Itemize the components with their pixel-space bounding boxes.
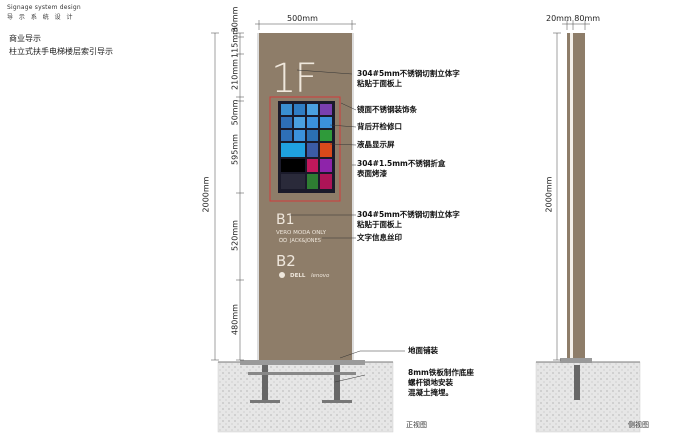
header-title-cn: 导 示 系 统 设 计	[7, 14, 75, 21]
callout-concrete: 混凝土掩埋。	[408, 388, 453, 397]
dim-50mm: 50mm	[230, 99, 240, 126]
callout-anchor-bolt: 螺杆锁地安装	[408, 378, 453, 387]
callout-3d-letter-2b: 粘贴于面板上	[357, 220, 402, 229]
dim-210mm: 210mm	[230, 59, 240, 90]
callout-floor-paving: 地面铺装	[408, 346, 438, 355]
front-column: 1F B1 VERO MODA ONLY JACK&JONES B2	[257, 33, 354, 360]
side-total-height: 2000mm	[544, 176, 554, 213]
callout-paint: 表面烤漆	[357, 169, 387, 178]
front-total-height: 2000mm	[201, 176, 211, 213]
callout-silkscreen: 文字信息丝印	[357, 233, 402, 242]
front-view-label: 正视图	[406, 421, 427, 429]
callout-3d-letter-1: 304#5mm不锈钢切割立体字	[357, 69, 460, 78]
dim-115mm: 115mm	[230, 27, 240, 58]
dim-480mm: 480mm	[230, 304, 240, 335]
callout-access-port: 背后开检修口	[357, 122, 402, 131]
front-leader-lines	[290, 69, 405, 383]
floor-b1-text: B1	[276, 212, 295, 228]
description-line-2: 柱立式扶手电梯楼层索引导示	[9, 47, 113, 56]
brands-b1-text: VERO MODA ONLY	[276, 230, 327, 236]
dim-520mm: 520mm	[230, 220, 240, 251]
front-dimension-lines	[211, 20, 356, 361]
front-width-dim: 500mm	[287, 14, 318, 23]
brands-b1b-text: JACK&JONES	[289, 238, 321, 244]
brands-b2a-text: DELL	[290, 273, 306, 279]
side-view	[535, 20, 641, 433]
brands-b2b-text: lenovo	[311, 273, 330, 279]
header-title-en: Signage system design	[7, 4, 81, 11]
callout-folded-box: 304#1.5mm不锈钢折盒	[357, 159, 446, 168]
callout-lcd-screen: 液晶显示屏	[357, 140, 395, 149]
description-line-1: 商业导示	[9, 34, 41, 43]
floor-b2-text: B2	[276, 252, 296, 270]
callout-3d-letter-2: 304#5mm不锈钢切割立体字	[357, 210, 460, 219]
side-width-dims: 20mm 80mm	[546, 14, 601, 23]
floor-1f-text: 1F	[271, 56, 315, 102]
callout-mirror-strip: 镜面不锈钢装饰条	[357, 105, 417, 114]
dim-595mm: 595mm	[230, 134, 240, 165]
front-foundation	[217, 360, 394, 433]
callout-3d-letter-1b: 粘贴于面板上	[357, 79, 402, 88]
callout-base-plate: 8mm铁板制作底座	[408, 368, 474, 377]
side-view-label: 侧视图	[628, 421, 649, 429]
